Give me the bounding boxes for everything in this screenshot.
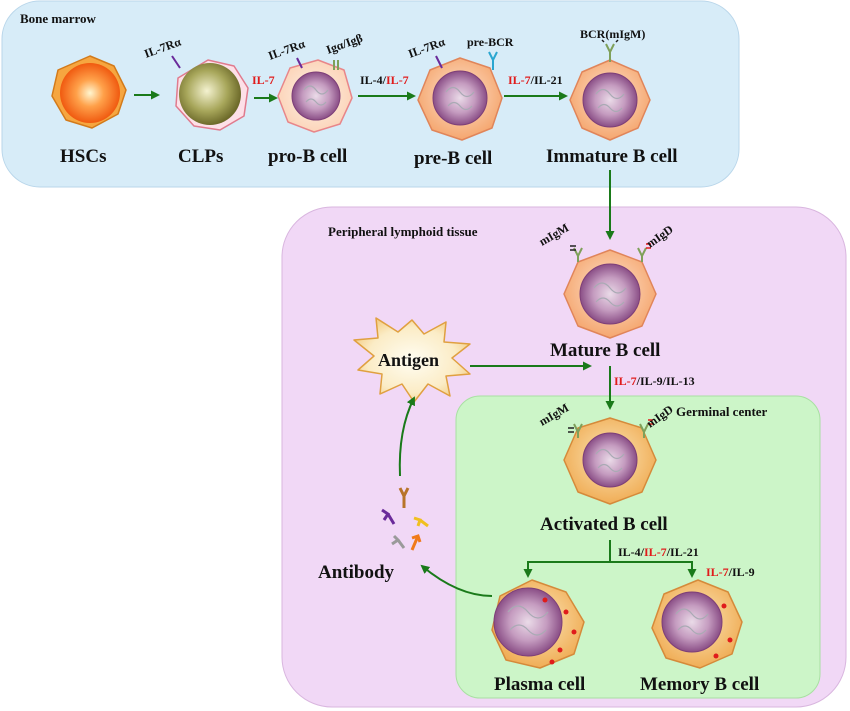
- bcr-receptor: [601, 39, 619, 62]
- immature-b-label: Immature B cell: [546, 146, 678, 167]
- pro-b-cell: [277, 59, 353, 133]
- activated-b-label: Activated B cell: [540, 514, 668, 535]
- hsc-cell: [51, 55, 127, 129]
- hscs-label: HSCs: [60, 146, 106, 167]
- migm-receptor-mature: [570, 245, 583, 262]
- il7ra-receptor-clp: [171, 55, 181, 69]
- process-arrows: [134, 90, 697, 597]
- pre-bcr-receptor: [488, 51, 498, 70]
- bcr-label: BCR(mIgM): [580, 27, 645, 41]
- pro-b-label: pro-B cell: [268, 146, 347, 167]
- mature-b-cell: [563, 249, 657, 339]
- antibody-icons: [381, 487, 429, 551]
- il7ra-receptor-prob: [296, 57, 303, 69]
- cytokine-label-il7-il21: IL-7/IL-21: [508, 73, 563, 87]
- cytokine-label-il7-il9: IL-7/IL-9: [706, 565, 755, 579]
- migm-receptor-activated: [568, 423, 583, 438]
- pre-bcr-label: pre-BCR: [467, 35, 514, 49]
- pre-b-label: pre-B cell: [414, 148, 492, 169]
- mature-b-label: Mature B cell: [550, 340, 660, 361]
- plasma-label: Plasma cell: [494, 674, 585, 695]
- immature-b-cell: [569, 59, 651, 141]
- cytokine-label-il4-il7-il21: IL-4/IL-7/IL-21: [618, 545, 699, 559]
- peripheral-label: Peripheral lymphoid tissue: [328, 224, 478, 239]
- antibody-label: Antibody: [318, 562, 395, 583]
- cytokine-label-il4-il7: IL-4/IL-7: [360, 73, 409, 87]
- iga-igb-receptor: [333, 60, 339, 70]
- memory-b-label: Memory B cell: [640, 674, 759, 695]
- bone-marrow-region: [1, 0, 740, 188]
- cytokine-label-il7-1: IL-7: [252, 73, 275, 87]
- pre-b-cell: [417, 57, 503, 141]
- clps-label: CLPs: [178, 146, 223, 167]
- migd-receptor-activated: [639, 419, 653, 438]
- memory-b-cell: [651, 579, 743, 669]
- bone-marrow-label: Bone marrow: [20, 11, 97, 26]
- clp-cell: [175, 59, 249, 131]
- plasma-cell: [491, 579, 585, 669]
- germinal-label: Germinal center: [676, 404, 768, 419]
- antigen-label: Antigen: [378, 350, 439, 370]
- cytokine-label-il7-il9-il13: IL-7/IL-9/IL-13: [614, 374, 695, 388]
- migd-receptor-mature: [637, 243, 651, 262]
- il7ra-receptor-preb: [435, 55, 443, 69]
- activated-b-cell: [563, 417, 657, 505]
